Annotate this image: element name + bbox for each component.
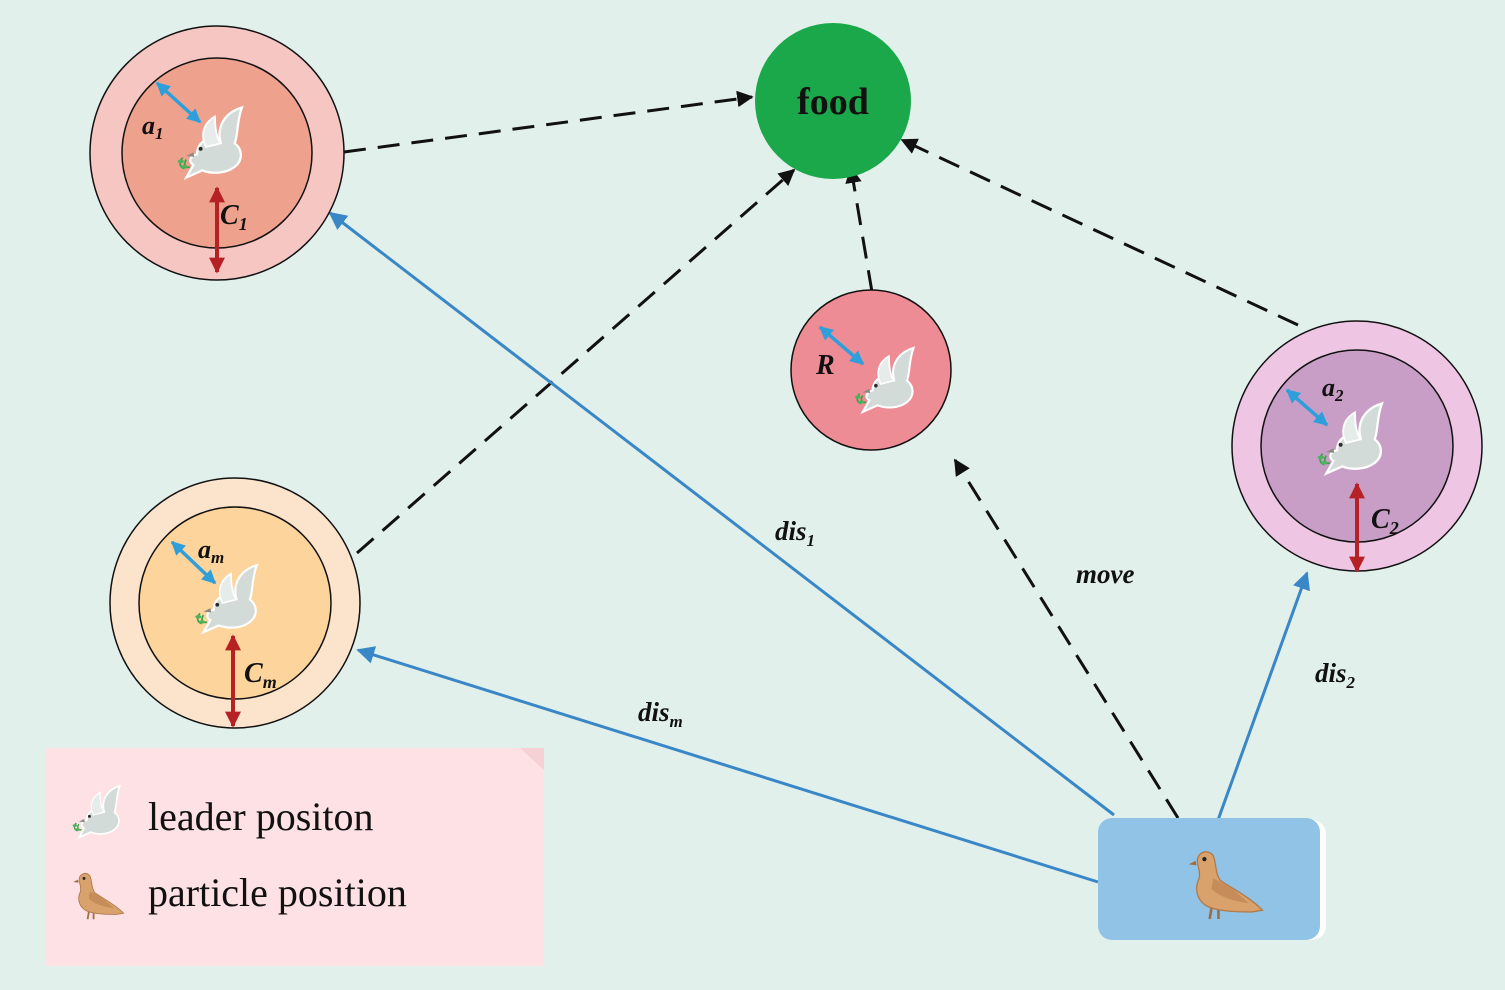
dism-label: dism xyxy=(638,697,683,731)
dis2-label: dis2 xyxy=(1315,658,1356,692)
leader1-c-label: C1 xyxy=(220,200,248,234)
dashed-arrow-center-to-food xyxy=(845,166,874,293)
leader1-a-label: a1 xyxy=(142,111,164,143)
leader2-node: a2 C2 xyxy=(1231,320,1483,573)
blue-arrow-dism xyxy=(356,646,1099,884)
leader1-node: a1 C1 xyxy=(89,25,345,281)
legend-box xyxy=(46,748,544,966)
food-label: food xyxy=(797,81,869,123)
legend-particle-label: particle position xyxy=(148,870,407,915)
blue-arrow-dis1 xyxy=(328,211,1115,817)
legend-box-corner xyxy=(520,748,544,770)
center-node: R xyxy=(790,289,952,451)
leader2-c-label: C2 xyxy=(1371,504,1399,538)
leader2-a-arrow xyxy=(1285,388,1329,427)
leader2-a-label: a2 xyxy=(1322,373,1344,405)
move-label: move xyxy=(1076,559,1134,589)
dashed-arrow-leaderm-to-food xyxy=(356,168,796,555)
leader1-a-arrow xyxy=(155,81,202,124)
dashed-arrow-leader2-to-food xyxy=(900,138,1299,327)
dashed-arrow-leader1-to-food xyxy=(343,90,754,154)
leaderm-a-label: am xyxy=(198,535,224,567)
leaderm-node: am Cm xyxy=(109,477,361,729)
dashed-arrow-move xyxy=(953,458,1180,819)
legend-leader-label: leader positon xyxy=(148,794,374,839)
center-r-label: R xyxy=(815,350,835,381)
dis1-label: dis1 xyxy=(775,516,815,550)
blue-arrow-dis2 xyxy=(1216,571,1310,821)
food-circle xyxy=(755,23,911,179)
leaderm-a-arrow xyxy=(170,540,217,585)
center-circle xyxy=(790,289,952,451)
center-r-arrow xyxy=(818,325,865,366)
leaderm-c-label: Cm xyxy=(244,658,277,692)
